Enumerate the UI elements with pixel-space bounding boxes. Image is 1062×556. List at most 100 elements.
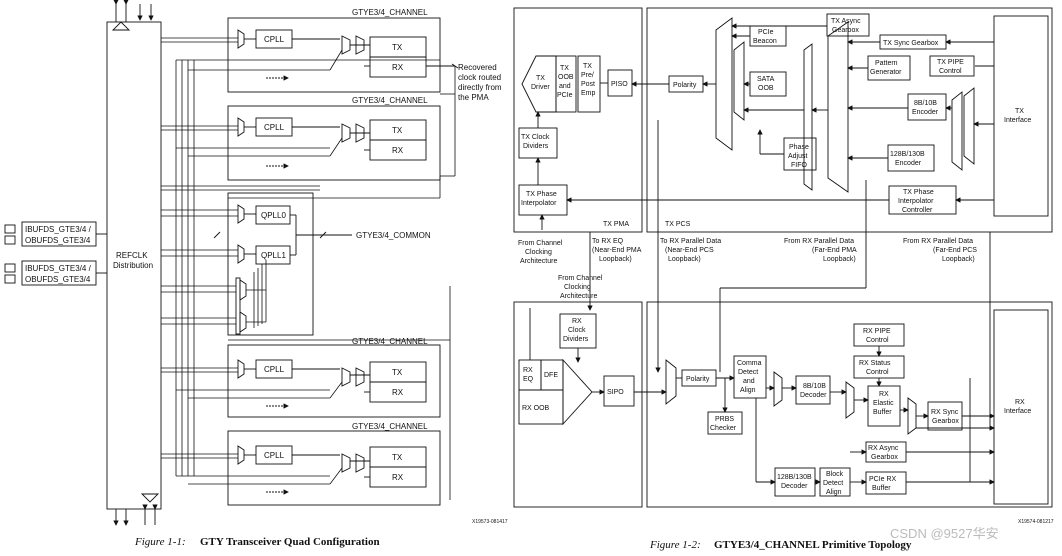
right-rx-async-2-text: Gearbox <box>871 454 898 461</box>
ch1-label: GTYE3/4_CHANNEL <box>352 8 428 17</box>
right-tx-oob-1-text: TX <box>560 65 569 72</box>
right-dec128-1-text: 128B/130B <box>777 474 812 481</box>
tx-pma-region <box>513 7 643 233</box>
right-tx-phase-interp-1-text: TX Phase <box>526 191 557 198</box>
left-caption-num: Figure 1-1: <box>134 536 186 548</box>
right-to-rx-eq-3-text: Loopback) <box>599 256 632 263</box>
left-labels: GTYE3/4_CHANNEL GTYE3/4_CHANNEL GTYE3/4_… <box>25 8 508 548</box>
right-caption-num: Figure 1-2: <box>649 539 701 551</box>
right-to-rx-par-3-text: Loopback) <box>668 256 701 263</box>
right-rx-oob-text: RX OOB <box>522 405 550 412</box>
channel-block-2 <box>227 105 441 181</box>
ibufds-2b: OBUFDS_GTE3/4 <box>25 275 91 284</box>
right-rx-pipe-2-text: Control <box>866 337 889 344</box>
right-from-rx-far-pma-1-text: From RX Parallel Data <box>784 238 854 245</box>
recovered-4: the PMA <box>458 93 489 102</box>
qpll0-label: QPLL0 <box>261 211 286 220</box>
right-from-rx-far-pcs-2-text: (Far-End PCS <box>933 247 977 254</box>
right-from-rx-far-pcs-1-text: From RX Parallel Data <box>903 238 973 245</box>
left-caption-title: GTY Transceiver Quad Configuration <box>200 536 380 548</box>
right-enc8b10b-2-text: Encoder <box>912 109 939 116</box>
right-dfe-text: DFE <box>544 372 558 379</box>
right-sata-oob-2-text: OOB <box>758 85 774 92</box>
right-from-ch-clk2-3-text: Architecture <box>560 293 597 300</box>
right-tx-async-2-text: Gearbox <box>832 27 859 34</box>
right-tx-clk-div-2-text: Dividers <box>523 143 549 150</box>
right-from-rx-far-pma-2-text: (Far-End PMA <box>812 247 857 254</box>
right-from-ch-clk-1-text: From Channel <box>518 240 563 247</box>
right-rx-sync-1-text: RX Sync <box>931 409 959 416</box>
right-comma-1-text: Comma <box>737 360 762 367</box>
right-to-rx-par-2-text: (Near-End PCS <box>665 247 714 254</box>
recovered-1: Recovered <box>458 63 497 72</box>
right-from-ch-clk-3-text: Architecture <box>520 258 557 265</box>
ch3-contents <box>237 359 427 409</box>
right-rx-eq-1-text: RX <box>523 367 533 374</box>
right-labels: TX PMA TX PCS TX Driver TX OOB and PCIe … <box>518 18 1054 551</box>
common-block <box>227 192 314 336</box>
right-rx-interface-1-text: RX <box>1015 399 1025 406</box>
right-rx-pipe-1-text: RX PIPE <box>863 328 891 335</box>
cpll-2: CPLL <box>264 123 285 132</box>
right-comma-4-text: Align <box>740 387 756 394</box>
right-rx-clk-div-3-text: Dividers <box>563 336 589 343</box>
right-tx-phase-ctrl-2-text: Interpolator <box>898 198 934 205</box>
channel-topology-diagram <box>513 7 1053 508</box>
right-tx-interface-2-text: Interface <box>1004 117 1031 124</box>
ch4-label: GTYE3/4_CHANNEL <box>352 422 428 431</box>
right-polarity-text: Polarity <box>673 82 697 89</box>
right-tx-interface-1-text: TX <box>1015 108 1024 115</box>
right-phase-fifo-3-text: FIFO <box>791 162 807 169</box>
right-tx-async-1-text: TX Async <box>831 18 861 25</box>
ch4-contents <box>237 445 427 495</box>
channel-block-1 <box>227 17 441 93</box>
tx-2: TX <box>392 126 403 135</box>
right-comma-2-text: Detect <box>738 369 758 376</box>
right-tx-pre-4-text: Emp <box>581 90 596 97</box>
right-tx-sync-text: TX Sync Gearbox <box>883 40 939 47</box>
rx-pcs-region <box>646 301 1053 508</box>
right-rx-clk-div-2-text: Clock <box>568 327 586 334</box>
right-tx-pre-2-text: Pre/ <box>581 72 594 79</box>
tx-1: TX <box>392 43 403 52</box>
channel-block-3 <box>227 344 441 418</box>
right-rx-interface-2-text: Interface <box>1004 408 1031 415</box>
qpll1-label: QPLL1 <box>261 251 286 260</box>
right-tx-phase-ctrl-3-text: Controller <box>902 207 933 214</box>
ibufds-1a: IBUFDS_GTE3/4 / <box>25 225 92 234</box>
rx-1: RX <box>392 63 404 72</box>
rx-3: RX <box>392 388 404 397</box>
refclk-line1: REFCLK <box>116 251 148 260</box>
right-rx-sync-2-text: Gearbox <box>932 418 959 425</box>
right-figure-id: X19574-081217 <box>1018 519 1054 525</box>
right-rx-elastic-3-text: Buffer <box>873 409 892 416</box>
right-rx-status-2-text: Control <box>866 369 889 376</box>
right-from-ch-clk2-1-text: From Channel <box>558 275 603 282</box>
right-enc8b10b-1-text: 8B/10B <box>914 100 937 107</box>
right-tx-driver-2-text: Driver <box>531 84 550 91</box>
right-rx-elastic-1-text: RX <box>879 391 889 398</box>
right-to-rx-eq-1-text: To RX EQ <box>592 238 624 245</box>
right-rx-eq-2-text: EQ <box>523 376 534 383</box>
right-sata-oob-1-text: SATA <box>757 76 775 83</box>
right-enc128-1-text: 128B/130B <box>890 151 925 158</box>
right-enc128-2-text: Encoder <box>895 160 922 167</box>
recovered-3: directly from <box>458 83 502 92</box>
tx-pcs-label: TX PCS <box>665 221 691 228</box>
right-tx-oob-2-text: OOB <box>558 74 574 81</box>
right-to-rx-eq-2-text: (Near-End PMA <box>592 247 642 254</box>
right-from-ch-clk-2-text: Clocking <box>525 249 552 256</box>
right-sipo-text: SIPO <box>607 389 624 396</box>
right-prbs-2-text: Checker <box>710 425 737 432</box>
tx-pma-label: TX PMA <box>603 221 629 228</box>
right-from-rx-far-pcs-3-text: Loopback) <box>942 256 975 263</box>
tx-pcs-region <box>646 7 1053 233</box>
ibufds-2a: IBUFDS_GTE3/4 / <box>25 264 92 273</box>
right-tx-oob-4-text: PCIe <box>557 92 573 99</box>
right-dec8b10b-1-text: 8B/10B <box>803 383 826 390</box>
right-prbs-1-text: PRBS <box>715 416 734 423</box>
ch2-contents <box>237 117 427 169</box>
tx-4: TX <box>392 453 403 462</box>
right-rx-status-1-text: RX Status <box>859 360 891 367</box>
